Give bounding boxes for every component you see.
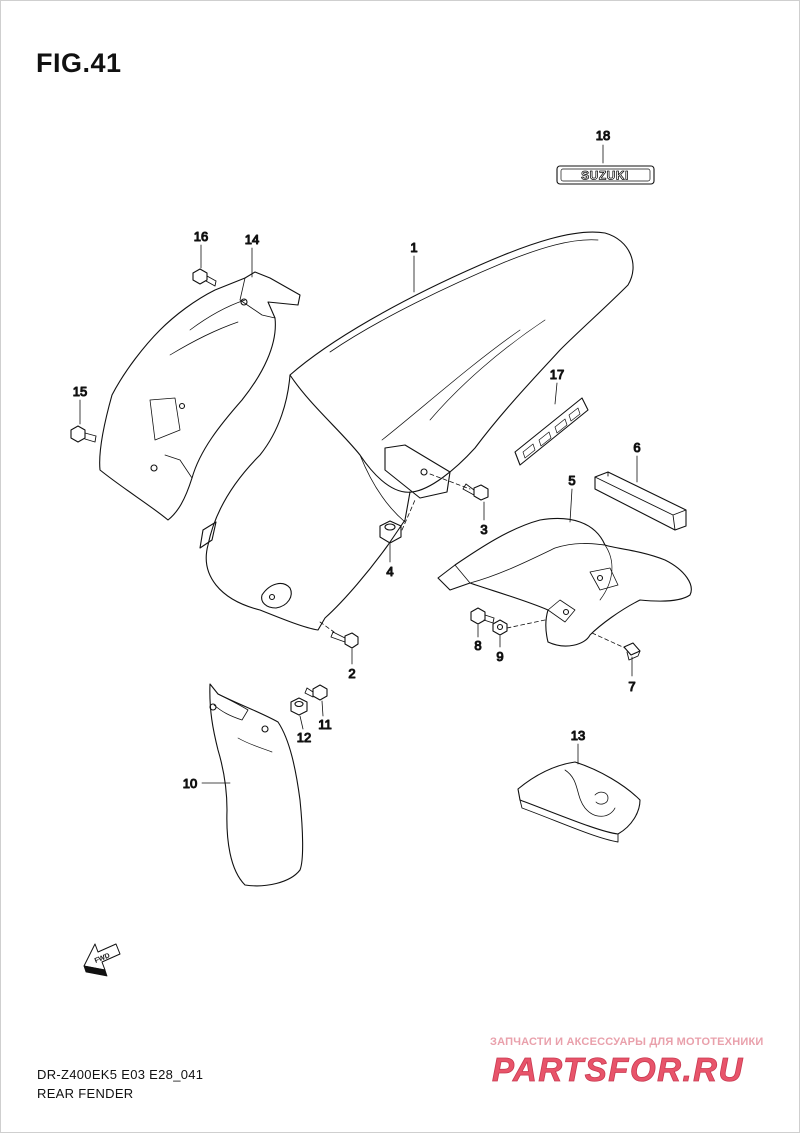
part-14-side-cover[interactable]: [99, 271, 301, 521]
part-6-foam-block[interactable]: [594, 471, 687, 531]
callout-18: 18: [596, 128, 610, 143]
section-name: REAR FENDER: [37, 1086, 134, 1101]
callout-11: 11: [318, 717, 332, 732]
part-12-nut[interactable]: [290, 697, 308, 716]
part-13-pad[interactable]: [517, 761, 641, 843]
part-18-suzuki-emblem[interactable]: SUZUKI: [556, 165, 655, 185]
part-1-rear-fender[interactable]: [199, 231, 634, 631]
callout-14: 14: [245, 232, 259, 247]
callout-4: 4: [386, 564, 393, 579]
callout-13: 13: [571, 728, 585, 743]
callout-3: 3: [480, 522, 487, 537]
part-10-mud-flap[interactable]: [209, 683, 304, 887]
leader-lines: [79, 144, 638, 784]
callout-8: 8: [474, 638, 481, 653]
part-4-nut[interactable]: [379, 520, 402, 544]
part-7-clip-nut[interactable]: [623, 642, 641, 661]
callout-numbers: 18 1 16 14 15 17 6 5 3 4 2 8 9 7 13 10 1…: [72, 127, 641, 791]
part-5-inner-fender[interactable]: [437, 517, 692, 647]
callout-1: 1: [410, 240, 417, 255]
watermark-logo: PARTSFOR.RU: [492, 1051, 744, 1089]
callout-2: 2: [348, 666, 355, 681]
emblem-text: SUZUKI: [581, 169, 629, 183]
watermark-tagline: ЗАПЧАСТИ И АКСЕССУАРЫ ДЛЯ МОТОТЕХНИКИ: [490, 1036, 764, 1048]
part-17-emblem[interactable]: [514, 397, 589, 466]
callout-5: 5: [568, 473, 575, 488]
fwd-arrow-icon: FWD: [83, 943, 121, 977]
part-8-bolt[interactable]: [470, 607, 495, 625]
callout-7: 7: [628, 679, 635, 694]
figure-title: FIG.41: [36, 48, 122, 78]
part-2-bolt[interactable]: [330, 631, 359, 649]
callout-9: 9: [496, 649, 503, 664]
callout-10: 10: [183, 776, 197, 791]
model-code: DR-Z400EK5 E03 E28_041: [37, 1067, 204, 1082]
callout-17: 17: [550, 367, 564, 382]
callout-12: 12: [297, 730, 311, 745]
callout-6: 6: [633, 440, 640, 455]
watermark-logo-text: PARTSFOR.RU: [492, 1051, 744, 1088]
callout-15: 15: [73, 384, 87, 399]
callout-16: 16: [194, 229, 208, 244]
part-11-bolt[interactable]: [304, 684, 328, 701]
part-16-bolt[interactable]: [192, 268, 217, 287]
part-9-washer[interactable]: [492, 619, 508, 636]
part-15-bolt[interactable]: [70, 425, 97, 443]
part-3-bolt[interactable]: [462, 483, 489, 501]
